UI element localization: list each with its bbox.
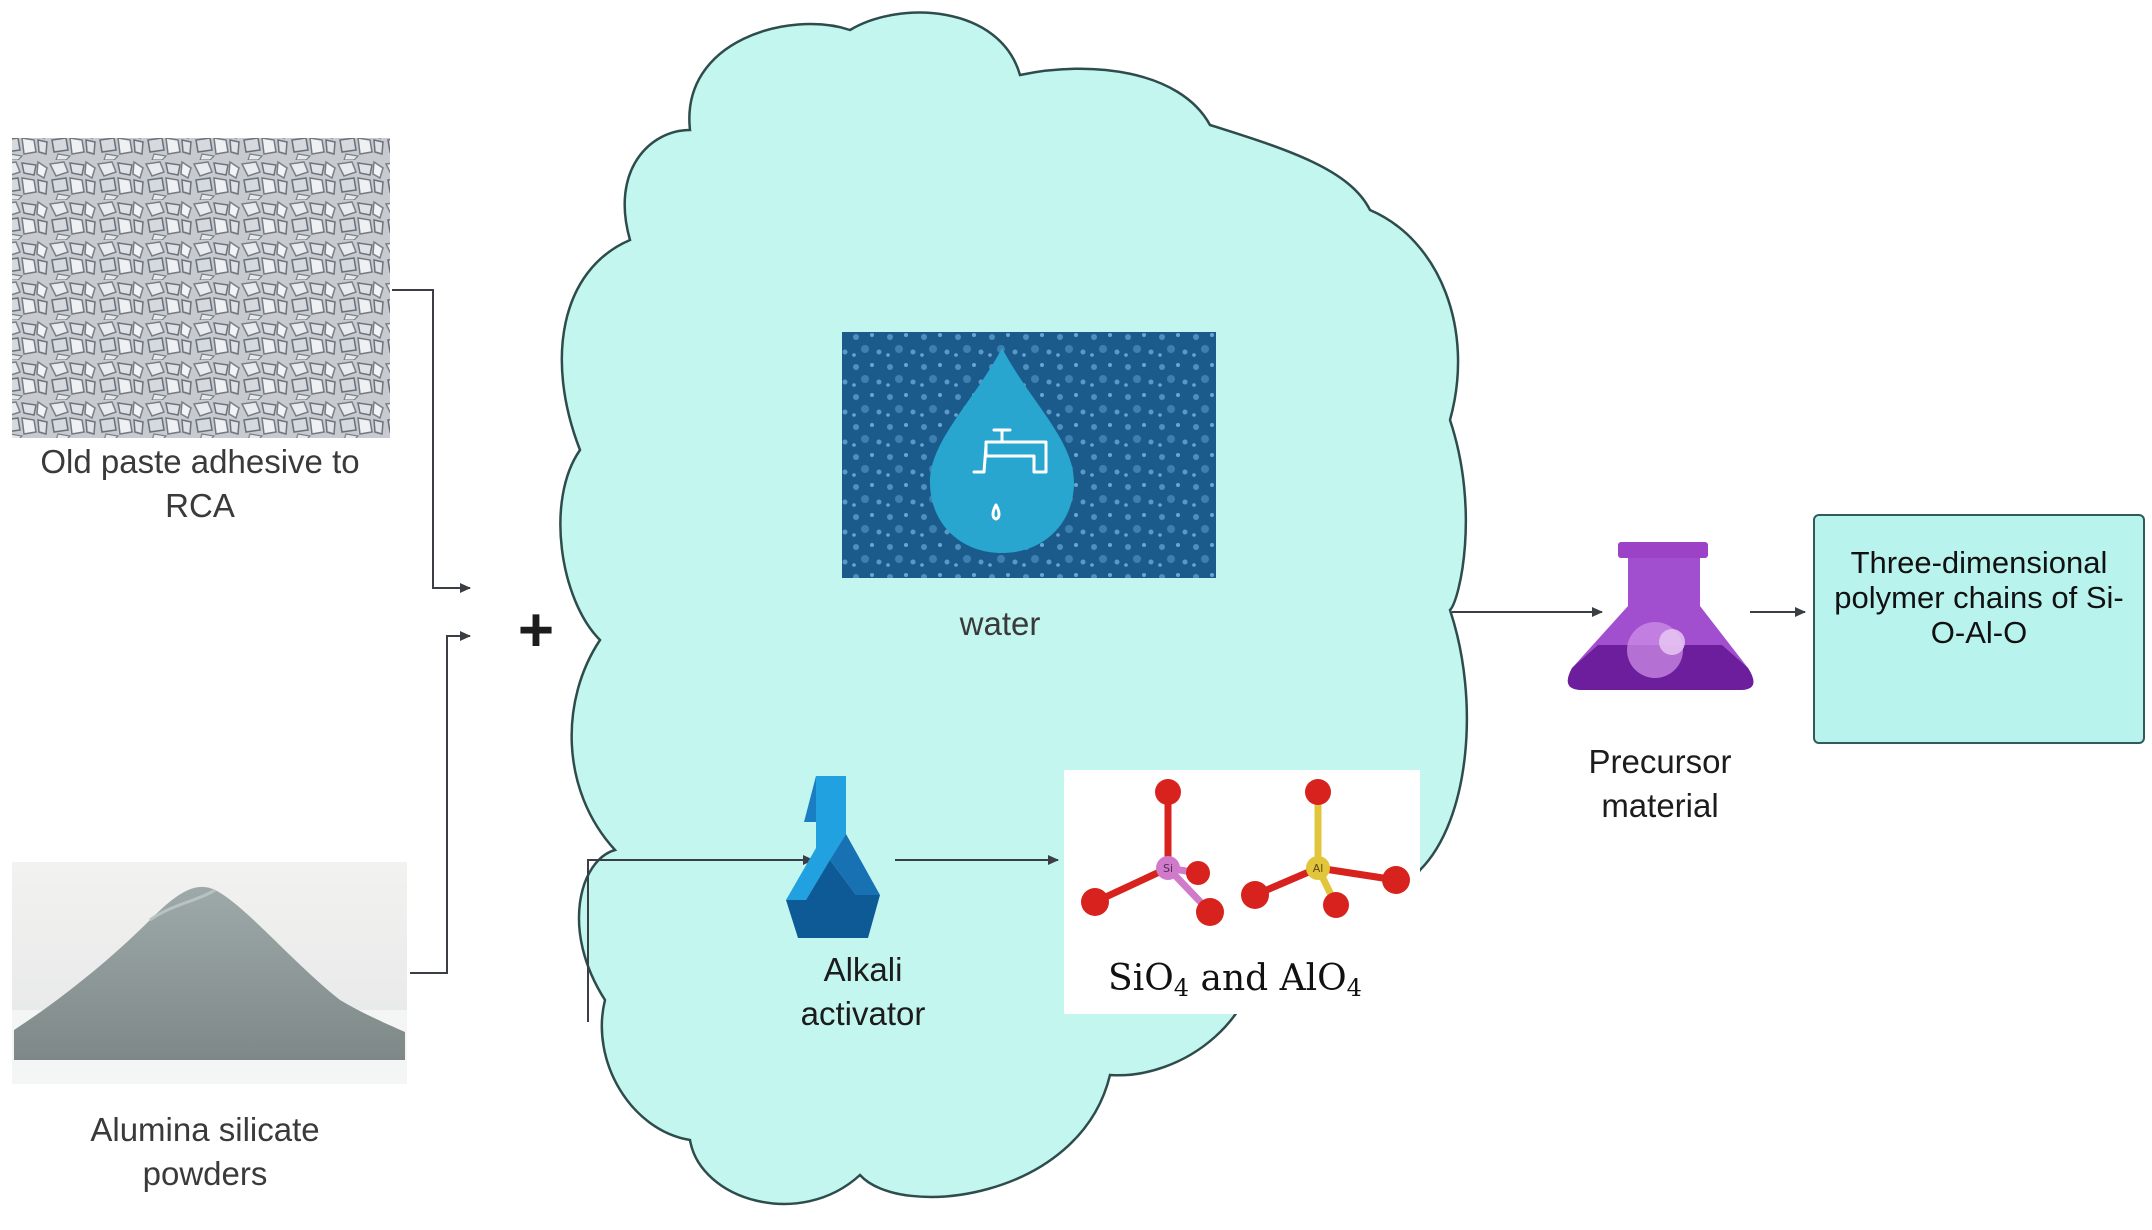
alkali-flask-icon	[786, 776, 880, 938]
precursor-label: Precursor material	[1588, 743, 1732, 824]
silicate-aluminate-formula: SiO4 and AlO4	[1090, 948, 1380, 1010]
powder-photo	[12, 862, 407, 1084]
powder-label: Alumina silicate powders	[90, 1111, 320, 1192]
water-label: water	[959, 605, 1041, 642]
rca-label: Old paste adhesive to RCA	[40, 443, 360, 524]
activator-label: Alkali activator	[800, 951, 926, 1032]
product-box: Three-dimensional polymer chains of Si-O…	[1813, 514, 2145, 744]
connectors	[392, 289, 1806, 1022]
alo4-subscript: 4	[1346, 974, 1362, 1002]
product-label: Three-dimensional polymer chains of Si-O…	[1834, 544, 2124, 650]
si-atom-label: Si	[1163, 862, 1173, 875]
sio4-text: SiO	[1108, 958, 1174, 999]
plus-sign: +	[517, 596, 555, 665]
precursor-flask-icon	[1567, 542, 1754, 690]
water-drop-faucet-icon	[842, 332, 1216, 578]
al-atom-label: Al	[1313, 862, 1324, 875]
and-text: and	[1189, 958, 1280, 999]
sio4-subscript: 4	[1173, 974, 1190, 1002]
alo4-text: AlO	[1279, 958, 1347, 999]
gravel-photo	[12, 138, 390, 438]
